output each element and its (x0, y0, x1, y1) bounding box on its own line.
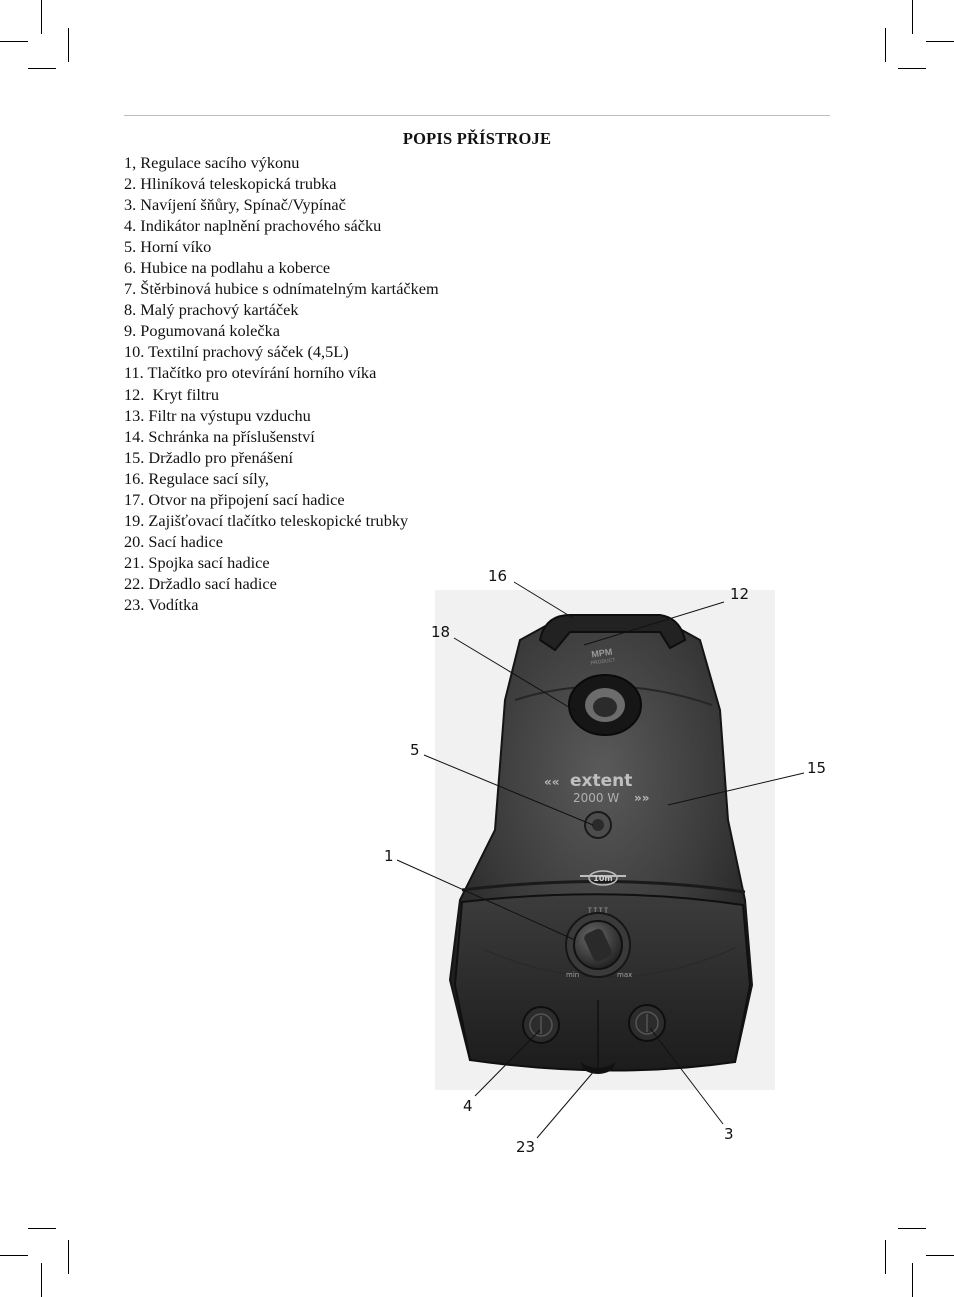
list-item: 10. Textilní prachový sáček (4,5L) (124, 342, 349, 362)
crop-mark (912, 1263, 913, 1297)
crop-mark (926, 1255, 954, 1256)
list-item: 8. Malý prachový kartáček (124, 300, 299, 320)
svg-text:««: «« (544, 775, 560, 789)
front-skid (580, 1062, 616, 1074)
mpm-logo: MPM PRODUCT (590, 647, 615, 667)
callout-23: 23 (516, 1138, 535, 1156)
cord-length-badge: 10m (580, 870, 626, 886)
list-item: 5. Horní víko (124, 237, 212, 257)
list-item: 11. Tlačítko pro otevírání horního víka (124, 363, 377, 383)
callout-1: 1 (384, 847, 394, 865)
parts-list: 1, Regulace sacího výkonu 2. Hliníková t… (124, 152, 439, 615)
list-item: 21. Spojka sací hadice (124, 552, 270, 572)
header-rule (124, 115, 830, 116)
callout-18: 18 (431, 623, 450, 641)
list-item: 20. Sací hadice (124, 531, 224, 551)
svg-text:2000 W: 2000 W (573, 791, 619, 805)
crop-mark (898, 1228, 926, 1229)
callout-12: 12 (730, 585, 749, 603)
cord-rewind-switch (628, 1004, 666, 1042)
lid-release-button (584, 811, 612, 839)
list-item: 7. Štěrbinová hubice s odnímatelným kart… (124, 279, 439, 299)
dust-bag-indicator (522, 1006, 560, 1044)
suction-dial: IIII min max (565, 907, 632, 979)
callout-15: 15 (807, 759, 826, 777)
crop-mark (898, 68, 926, 69)
crop-mark (41, 1263, 42, 1297)
crop-mark (68, 1240, 69, 1274)
list-item: 1, Regulace sacího výkonu (124, 153, 300, 172)
svg-text:PRODUCT: PRODUCT (590, 657, 615, 666)
list-item: 19. Zajišťovací tlačítko teleskopické tr… (124, 510, 409, 530)
list-item: 3. Navíjení šňůry, Spínač/Vypínač (124, 195, 346, 215)
leader-lines (396, 581, 805, 1139)
svg-text:extent: extent (570, 771, 632, 791)
list-item: 12. Kryt filtru (124, 384, 219, 404)
list-item: 2. Hliníková teleskopická trubka (124, 174, 337, 194)
list-item: 4. Indikátor naplnění prachového sáčku (124, 216, 382, 236)
list-item: 9. Pogumovaná kolečka (124, 321, 280, 341)
list-item: 16. Regulace sací síly, (124, 468, 269, 488)
svg-text:min: min (566, 971, 579, 979)
svg-text:»»: »» (634, 791, 650, 805)
list-item: 13. Filtr na výstupu vzduchu (124, 405, 311, 425)
list-item: 22. Držadlo sací hadice (124, 573, 277, 593)
list-item: 6. Hubice na podlahu a koberce (124, 258, 331, 278)
callout-4: 4 (463, 1097, 473, 1115)
crop-mark (68, 28, 69, 62)
list-item: 15. Držadlo pro přenášení (124, 447, 294, 467)
crop-mark (28, 1228, 56, 1229)
crop-mark (885, 28, 886, 62)
svg-text:10m: 10m (593, 874, 612, 883)
list-item: 17. Otvor na připojení sací hadice (124, 489, 345, 509)
callout-3: 3 (724, 1125, 734, 1143)
svg-text:max: max (617, 971, 632, 979)
crop-mark (41, 0, 42, 34)
crop-mark (926, 41, 954, 42)
svg-text:MPM: MPM (591, 647, 613, 660)
crop-mark (0, 41, 28, 42)
model-label: «« extent 2000 W »» (544, 771, 650, 805)
callout-16: 16 (488, 567, 507, 585)
carry-handle (538, 614, 687, 652)
callout-5: 5 (410, 741, 420, 759)
crop-mark (0, 1255, 28, 1256)
hose-inlet (568, 674, 642, 736)
list-item: 23. Vodítka (124, 594, 199, 614)
crop-mark (28, 68, 56, 69)
crop-mark (912, 0, 913, 34)
section-title: POPIS PŘÍSTROJE (402, 129, 552, 148)
list-item: 14. Schránka na příslušenství (124, 426, 315, 446)
crop-mark (885, 1240, 886, 1274)
